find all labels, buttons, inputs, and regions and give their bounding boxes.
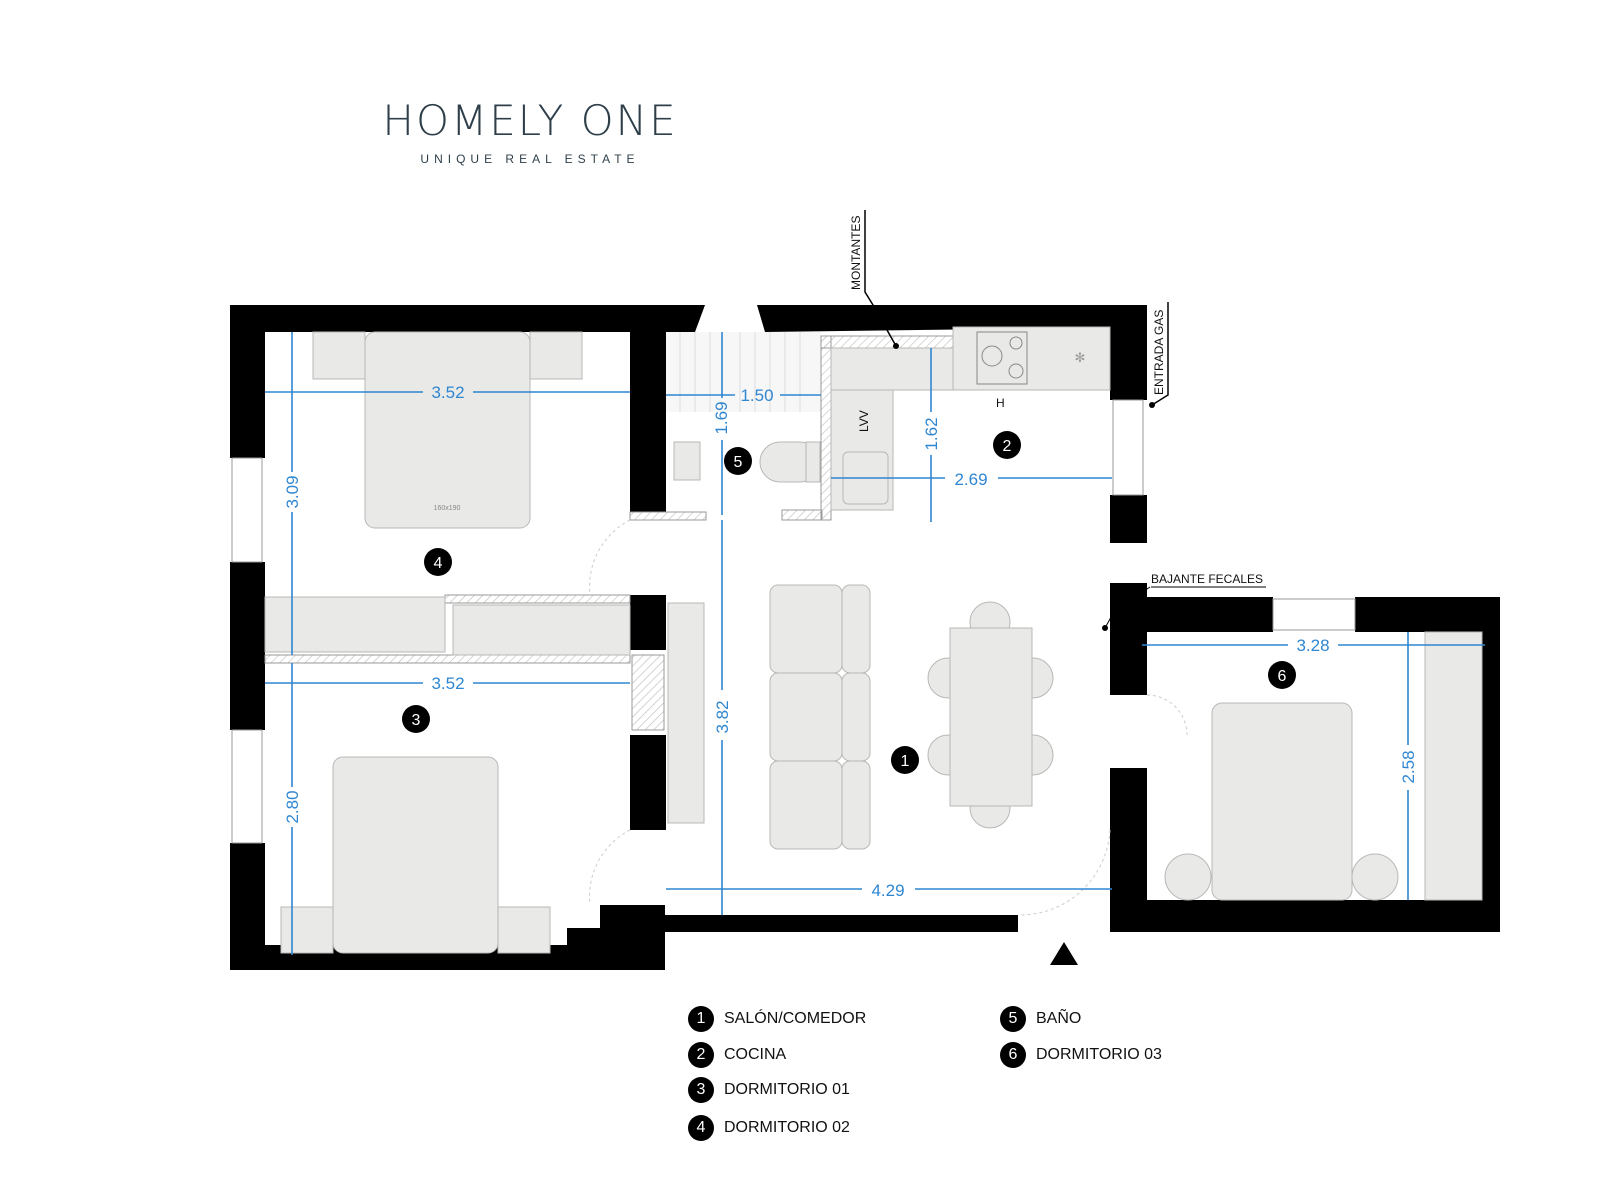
entrance-arrow-icon (1050, 942, 1078, 965)
bajante-fecales-label: BAJANTE FECALES (1151, 572, 1263, 586)
brand-logo: HOMELY ONE UNIQUE REAL ESTATE (380, 96, 680, 167)
room-badges: 1 2 3 4 5 6 (402, 431, 1296, 774)
svg-text:2: 2 (1003, 438, 1012, 455)
dim-living-height: 3.82 (713, 700, 732, 733)
room-badge-4: 4 (424, 548, 452, 576)
dim-kitchen-height: 1.62 (922, 417, 941, 450)
montantes-label: MONTANTES (849, 216, 863, 290)
svg-text:6: 6 (1278, 668, 1287, 685)
windows (231, 399, 1356, 844)
dim-bedroom-6-width: 3.28 (1296, 636, 1329, 655)
dim-bedroom-6-height: 2.58 (1399, 750, 1418, 783)
living-furniture (667, 584, 1054, 850)
dim-bathroom-height: 1.69 (712, 401, 731, 434)
dimension-lines: 3.52 3.09 3.52 2.80 1.50 1.69 1.62 2.69 … (265, 332, 1485, 955)
room-badge-3: 3 (402, 705, 430, 733)
room-badge-1: 1 (891, 746, 919, 774)
svg-text:3: 3 (412, 712, 421, 729)
entrada-gas-label: ENTRADA GAS (1152, 310, 1166, 395)
annotations: MONTANTES ENTRADA GAS BAJANTE FECALES LV… (849, 210, 1266, 631)
dim-living-width: 4.29 (871, 881, 904, 900)
door-swings (589, 519, 1188, 916)
brand-subtitle: UNIQUE REAL ESTATE (420, 152, 640, 166)
room-badge-6: 6 (1268, 661, 1296, 689)
room-badge-5: 5 (724, 447, 752, 475)
bedroom-4-furniture: 160x190 (264, 331, 631, 656)
dim-bedroom-4-width: 3.52 (431, 383, 464, 402)
lvv-label: LVV (857, 410, 871, 432)
bed-size-label: 160x190 (434, 505, 461, 512)
bedroom-3-furniture (280, 756, 551, 954)
room-badge-2: 2 (993, 431, 1021, 459)
dim-bathroom-width: 1.50 (740, 386, 773, 405)
svg-text:1: 1 (901, 753, 910, 770)
kitchen-fixtures: ✻ (830, 326, 1111, 511)
stair-area (666, 332, 821, 412)
snowflake-icon: ✻ (1075, 350, 1086, 365)
partitions (264, 335, 954, 664)
hood-label: H (996, 396, 1005, 410)
walls (230, 305, 1500, 970)
dim-bedroom-3-width: 3.52 (431, 674, 464, 693)
dim-bedroom-3-height: 2.80 (283, 790, 302, 823)
dim-kitchen-width: 2.69 (954, 470, 987, 489)
dim-bedroom-4-height: 3.09 (283, 475, 302, 508)
brand-title: HOMELY ONE (382, 96, 678, 145)
svg-text:5: 5 (734, 454, 743, 471)
bathroom-fixtures (673, 441, 821, 483)
svg-text:4: 4 (434, 555, 443, 572)
bedroom-6-furniture (1164, 631, 1483, 901)
